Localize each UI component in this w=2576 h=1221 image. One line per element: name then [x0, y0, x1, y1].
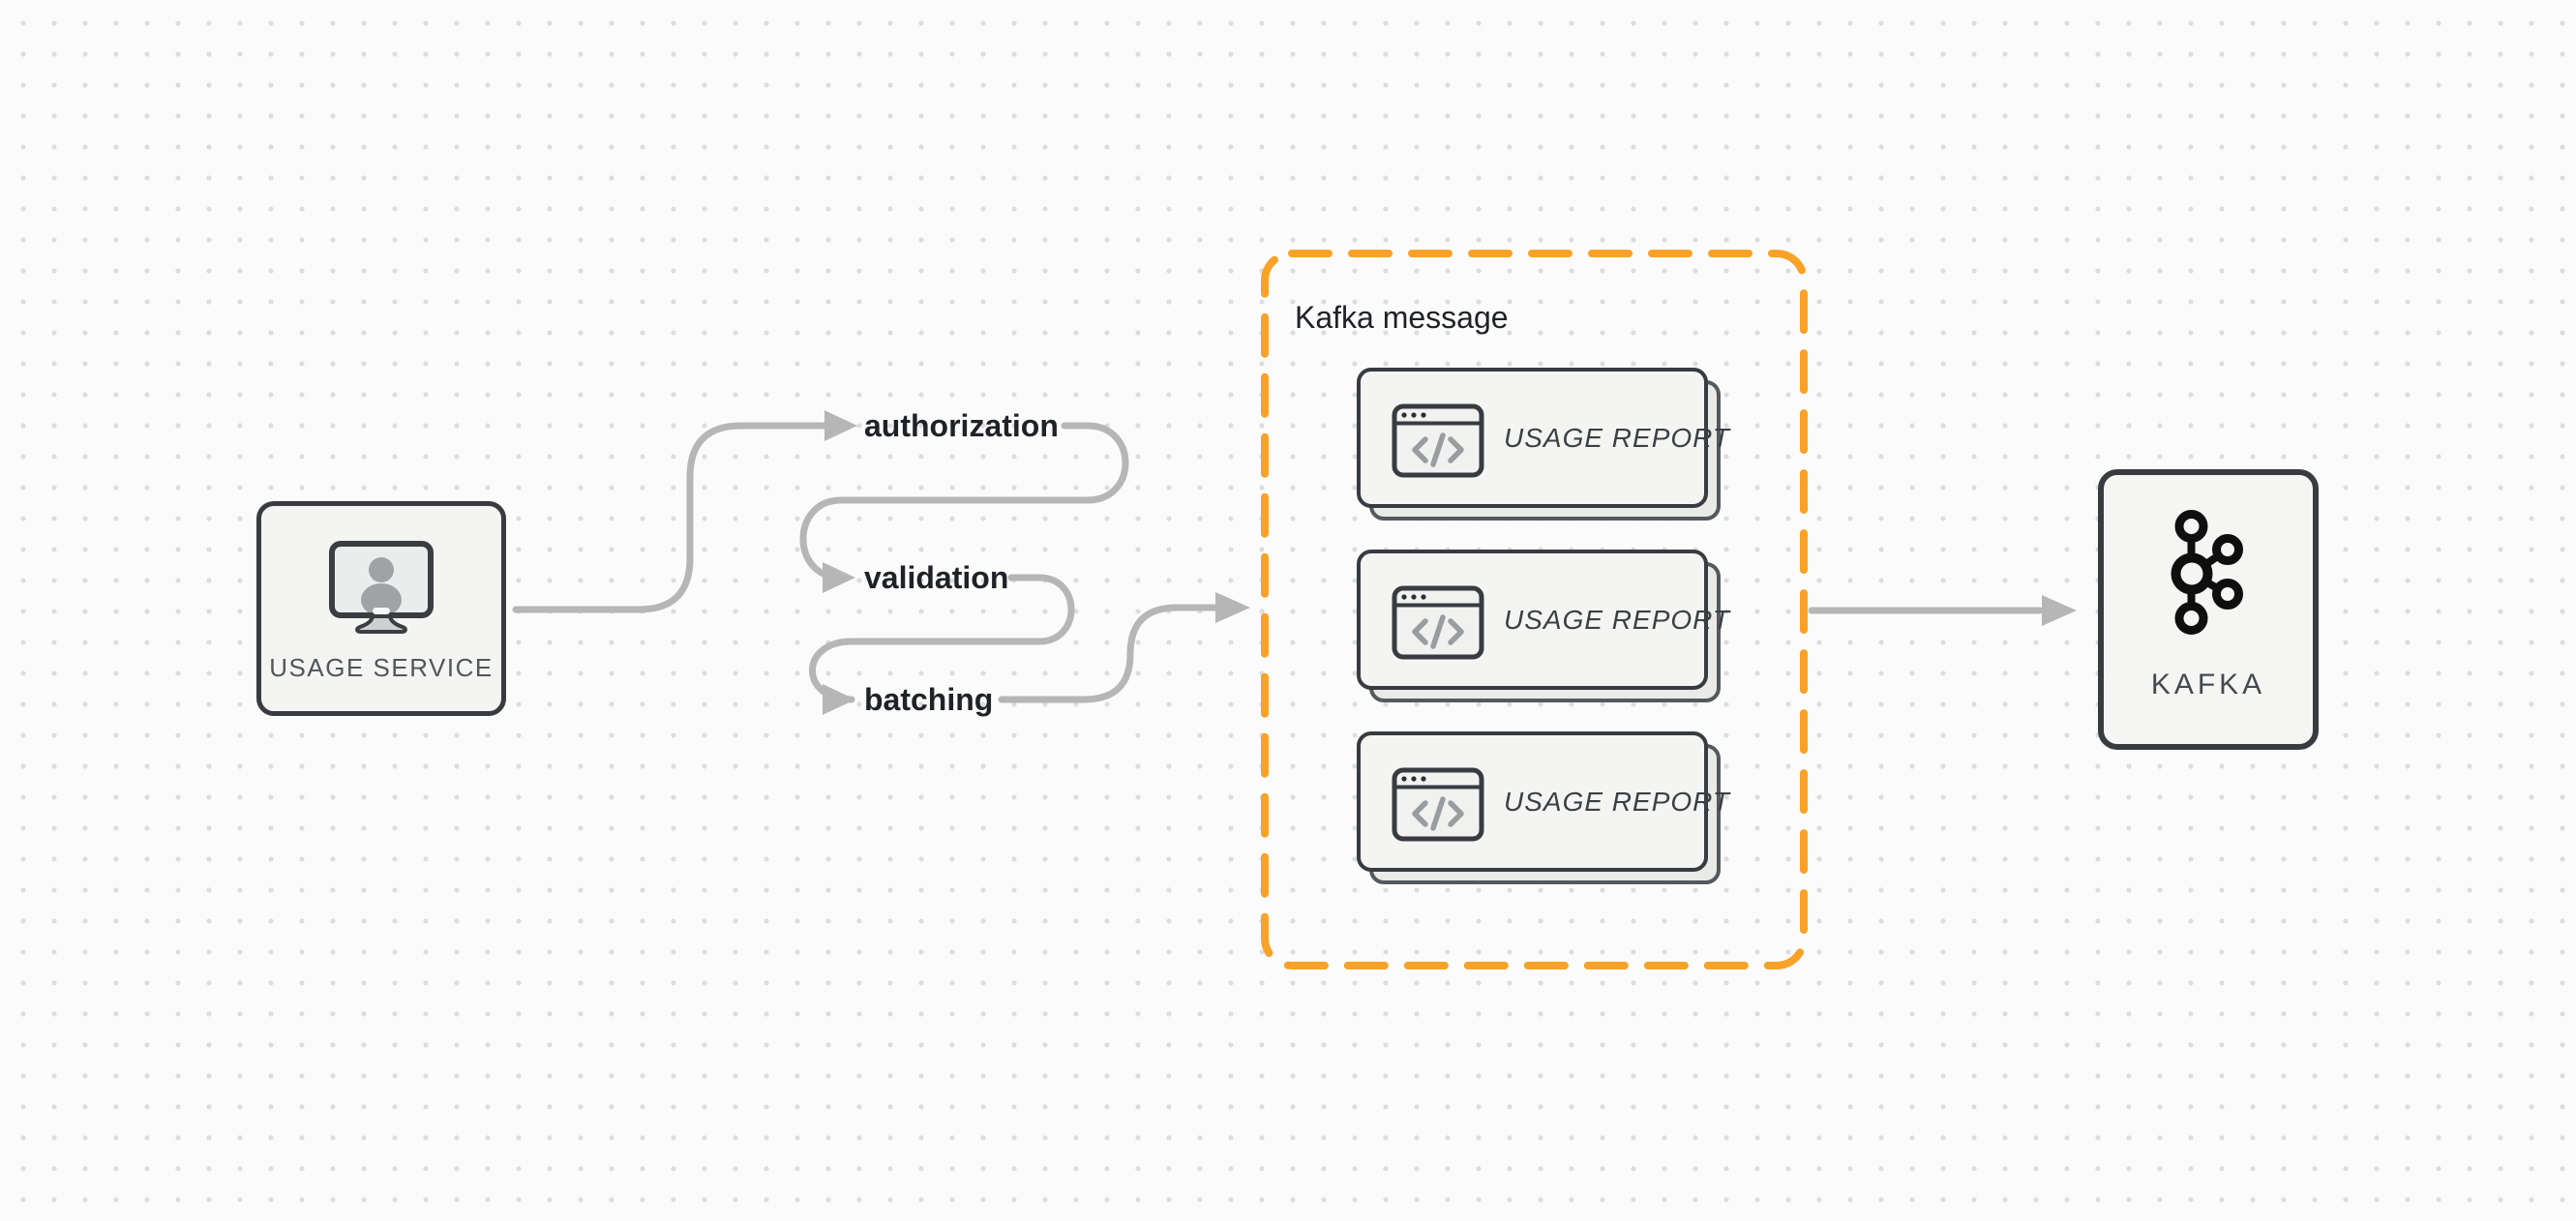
arrowhead-right-icon	[824, 410, 857, 441]
step-label-authorization: authorization	[864, 408, 1059, 443]
usage-report-card: USAGE REPORT	[1357, 550, 1729, 702]
kafka-label: KAFKA	[2150, 669, 2266, 700]
kafka-message-group-title: Kafka message	[1295, 300, 1509, 335]
step-label-batching: batching	[864, 682, 994, 717]
arrowhead-right-icon	[1215, 592, 1250, 623]
usage-report-label: USAGE REPORT	[1504, 786, 1730, 817]
usage-report-label: USAGE REPORT	[1504, 422, 1730, 453]
step-label-validation: validation	[864, 560, 1009, 595]
connector-validation-to-batching	[809, 574, 1075, 703]
connector-usage-to-authorization	[512, 422, 831, 613]
connector-authorization-to-validation	[799, 422, 1129, 581]
code-window-icon	[1392, 403, 1484, 478]
code-window-icon	[1392, 585, 1484, 660]
usage-report-card: USAGE REPORT	[1357, 731, 1729, 884]
arrowhead-right-icon	[2042, 595, 2077, 626]
usage-report-card: USAGE REPORT	[1357, 368, 1729, 521]
usage-service-node: USAGE SERVICE	[256, 501, 506, 716]
usage-service-label: USAGE SERVICE	[269, 653, 494, 682]
arrowhead-right-icon	[823, 684, 855, 715]
monitor-user-icon	[329, 541, 434, 634]
kafka-logo-icon	[2171, 510, 2243, 635]
code-window-icon	[1392, 767, 1484, 842]
usage-report-label: USAGE REPORT	[1504, 604, 1730, 635]
kafka-message-group-border	[1261, 250, 1808, 969]
arrowhead-right-icon	[823, 562, 855, 593]
connector-batching-to-group	[998, 604, 1221, 703]
kafka-node: KAFKA	[2098, 469, 2319, 750]
